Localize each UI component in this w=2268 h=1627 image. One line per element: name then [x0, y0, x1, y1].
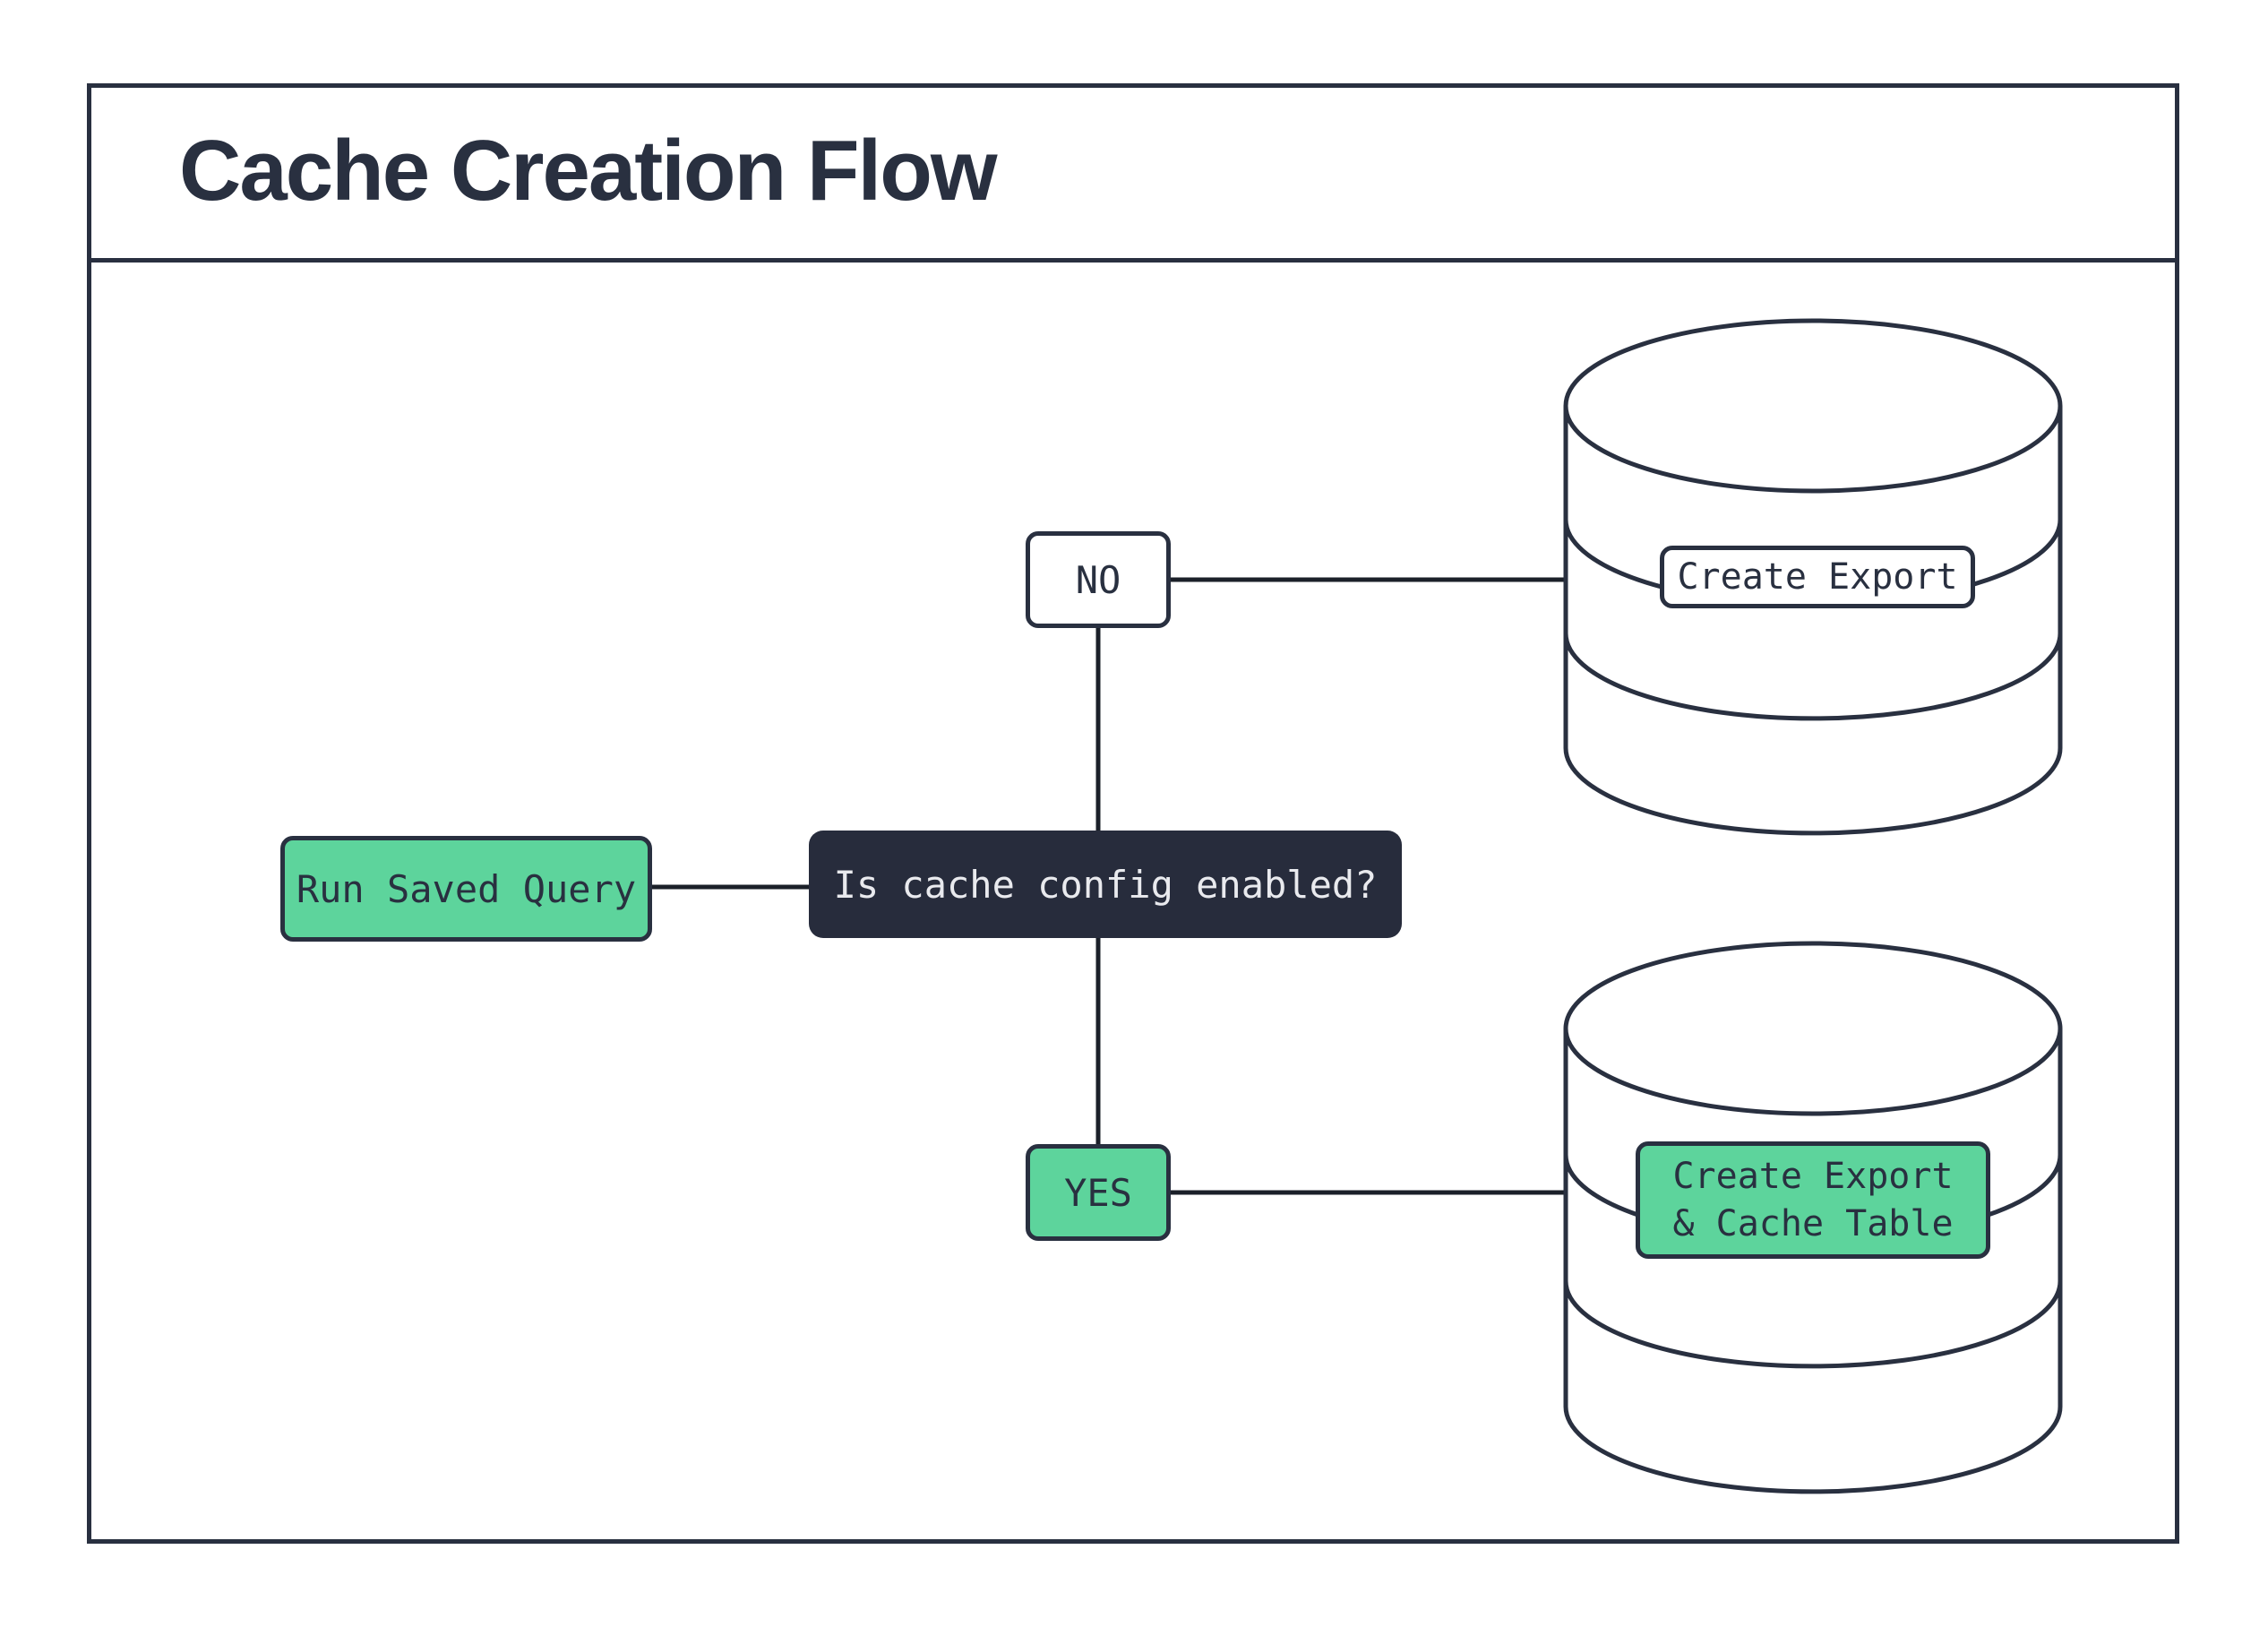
label-create-export-cache-table: Create Export & Cache Table: [1636, 1141, 1990, 1259]
page-title: Cache Creation Flow: [179, 122, 997, 219]
node-decision: Is cache config enabled?: [809, 831, 1402, 938]
flow-connectors: [652, 577, 1566, 1195]
title-bar: Cache Creation Flow: [87, 83, 2179, 263]
node-no-branch: NO: [1026, 531, 1171, 628]
node-yes-branch: YES: [1026, 1144, 1171, 1241]
label-create-export: Create Export: [1660, 546, 1975, 608]
node-run-saved-query: Run Saved Query: [280, 836, 652, 942]
